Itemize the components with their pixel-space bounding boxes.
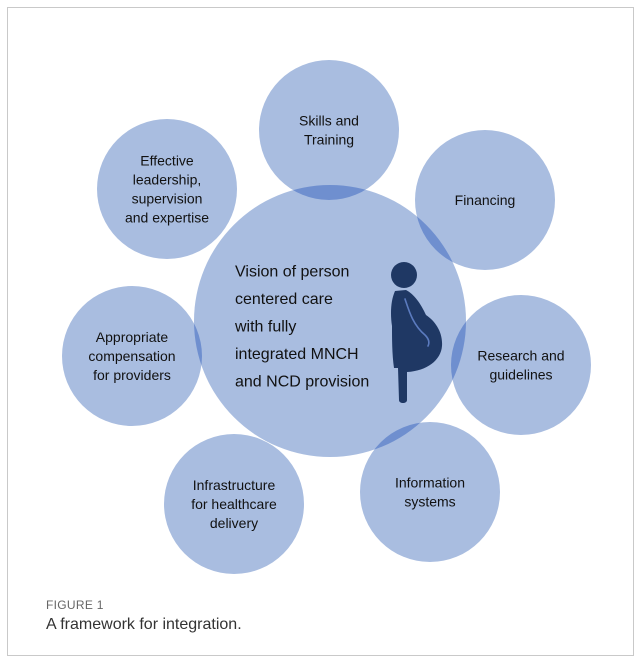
label-center-line: and NCD provision xyxy=(235,374,369,391)
label-compensation-line: for providers xyxy=(93,367,171,383)
label-center-line: centered care xyxy=(235,291,333,308)
figure-caption: A framework for integration. xyxy=(46,616,242,633)
label-compensation: Appropriate compensation for providers xyxy=(88,329,175,383)
circle-skills xyxy=(259,60,399,200)
label-leadership-line: and expertise xyxy=(125,209,209,225)
label-skills-line: Training xyxy=(304,131,354,147)
label-financing-line: Financing xyxy=(455,192,516,208)
label-center-line: integrated MNCH xyxy=(235,346,359,363)
label-compensation-line: compensation xyxy=(88,348,175,364)
label-research-line: guidelines xyxy=(489,366,552,382)
label-information-line: systems xyxy=(404,493,455,509)
label-skills-line: Skills and xyxy=(299,112,359,128)
label-research-line: Research and xyxy=(477,347,564,363)
label-center-line: with fully xyxy=(234,319,296,336)
circle-center xyxy=(194,185,466,457)
label-information-line: Information xyxy=(395,474,465,490)
label-leadership: Effective leadership, supervision and exper… xyxy=(125,152,209,225)
label-center-line: Vision of person xyxy=(235,264,349,281)
circle-financing xyxy=(415,130,555,270)
label-infrastructure-line: for healthcare xyxy=(191,496,277,512)
label-infrastructure-line: delivery xyxy=(210,515,258,531)
icon-arm-outline xyxy=(404,298,430,347)
label-compensation-line: Appropriate xyxy=(96,329,169,345)
label-information: Information systems xyxy=(395,474,465,509)
circle-infrastructure xyxy=(164,434,304,574)
label-leadership-line: leadership, xyxy=(133,171,202,187)
circle-information xyxy=(360,422,500,562)
circle-leadership xyxy=(97,119,237,259)
label-infrastructure: Infrastructure for healthcare delivery xyxy=(191,477,277,531)
label-leadership-line: supervision xyxy=(132,190,203,206)
figure-label: FIGURE 1 xyxy=(46,598,104,612)
label-leadership-line: Effective xyxy=(140,152,194,168)
label-research: Research and guidelines xyxy=(477,347,564,382)
label-infrastructure-line: Infrastructure xyxy=(193,477,276,493)
label-financing: Financing xyxy=(455,192,516,208)
circle-compensation xyxy=(62,286,202,426)
pregnant-woman-icon xyxy=(391,262,443,403)
circle-research xyxy=(451,295,591,435)
label-center: Vision of person centered care with fully i… xyxy=(234,264,369,391)
